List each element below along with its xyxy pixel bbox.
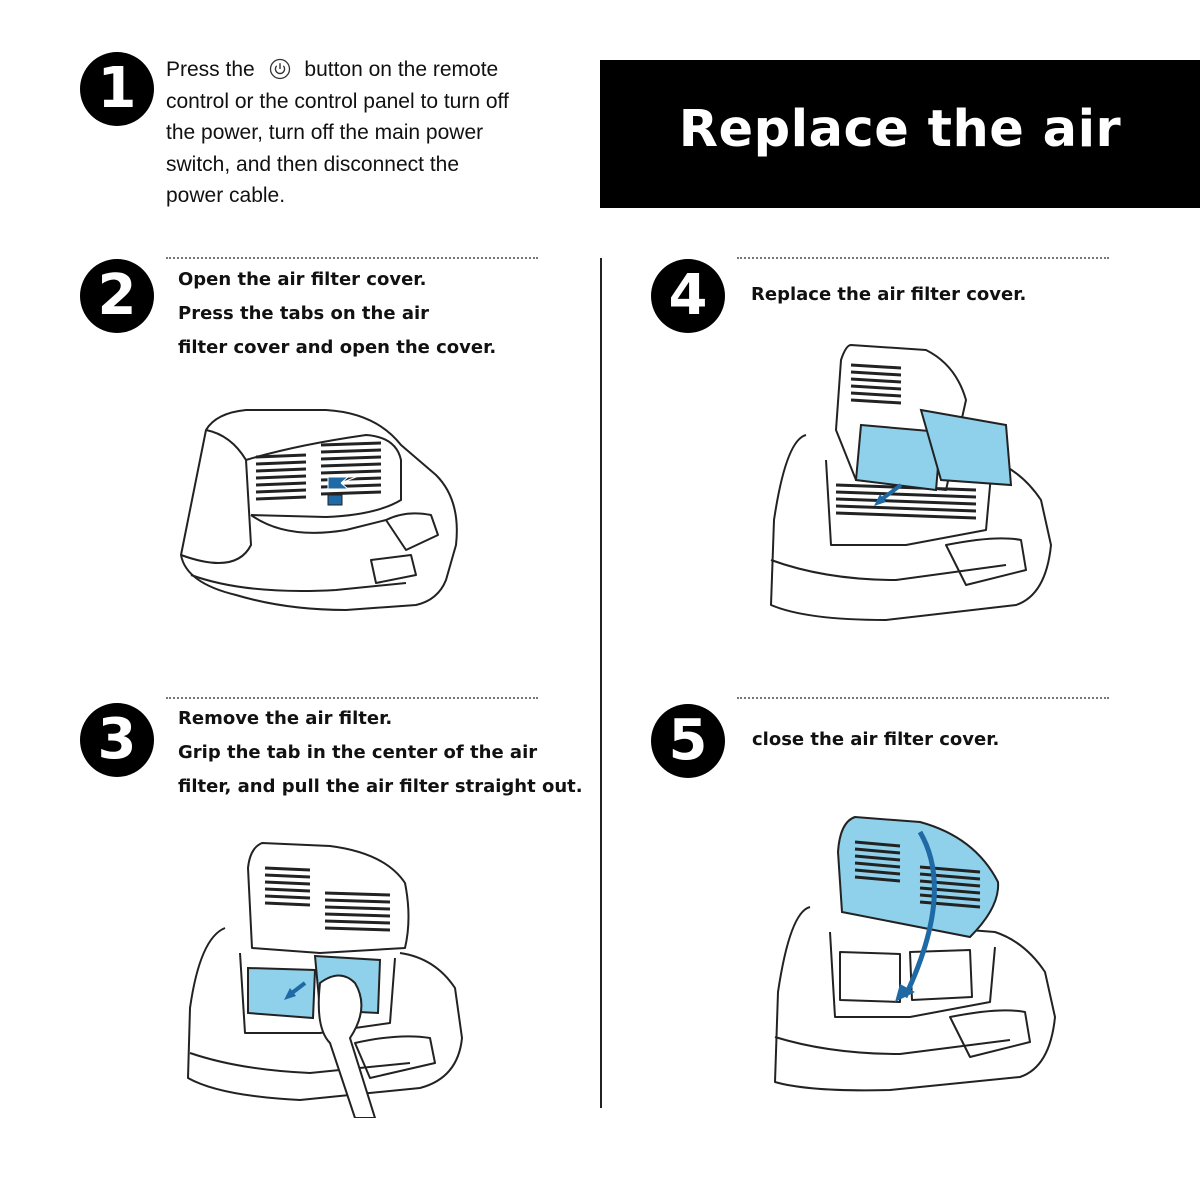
page-title: Replace the air filter [678,100,1122,299]
divider-step-2 [166,257,538,259]
step-1-line-5: power cable. [166,184,286,207]
step-2-line-3: filter cover and open the cover. [178,337,497,358]
divider-step-5 [737,697,1109,699]
divider-step-3 [166,697,538,699]
step-3-number: 3 [80,703,154,777]
step-5-number: 5 [651,704,725,778]
step-3-instructions: Remove the air filter. Grip the tab in t… [178,702,583,804]
divider-step-4 [737,257,1109,259]
step-2-instructions: Open the air filter cover. Press the tab… [178,263,496,365]
step-1-line-3: the power, turn off the main power [166,121,484,144]
step-3-line-2: Grip the tab in the center of the air [178,742,538,763]
step-3-line-1: Remove the air filter. [178,708,393,729]
step-1-line-1a: Press the [166,58,255,81]
step-1-line-2: control or the control panel to turn off [166,89,509,113]
step-1-number: 1 [80,52,154,126]
step-4-line-1: Replace the air filter cover. [751,284,1027,305]
title-banner: Replace the air filter [600,60,1200,299]
projector-filter-insert-illustration [770,344,1052,621]
step-2-number: 2 [80,259,154,333]
step-1-line-1b: button on the remote [304,58,499,81]
step-5-instructions: close the air filter cover. [752,723,999,757]
step-1-line-4: switch, and then disconnect the [166,152,460,176]
step-2-line-1: Open the air filter cover. [178,269,427,290]
step-1-instructions: Press the button on the remote control o… [166,54,566,212]
projector-filter-remove-illustration [187,842,463,1118]
projector-cover-closed-illustration [180,409,458,611]
step-3-line-3: filter, and pull the air filter straight… [178,776,583,797]
step-5-line-1: close the air filter cover. [752,729,1000,750]
projector-cover-closing-illustration [774,815,1056,1092]
step-2-line-2: Press the tabs on the air [178,303,430,324]
column-divider [600,258,602,1108]
step-4-number: 4 [651,259,725,333]
step-4-instructions: Replace the air filter cover. [751,278,1026,312]
power-icon [269,58,290,80]
